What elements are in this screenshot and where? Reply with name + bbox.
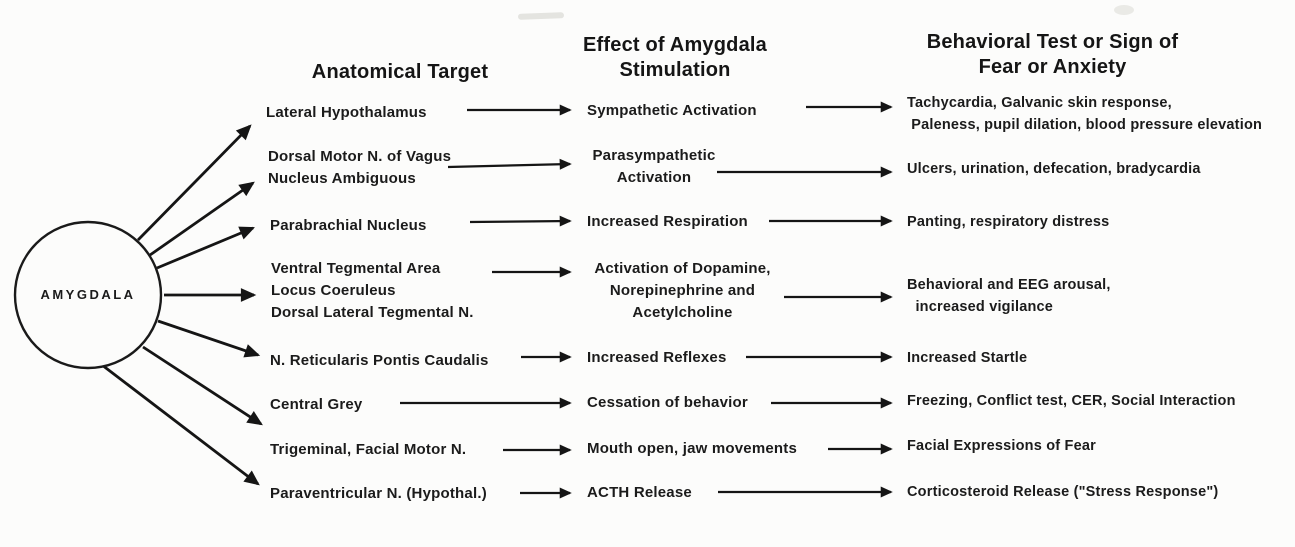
target-row5: N. Reticularis Pontis Caudalis	[270, 352, 489, 369]
target-row2: Dorsal Motor N. of Vagus Nucleus Ambiguo…	[268, 148, 452, 187]
arrow-row2-mid	[447, 158, 572, 170]
behavior-row5: Increased Startle	[907, 350, 1028, 366]
header-effect-of-stimulation: Effect of Amygdala Stimulation	[582, 34, 767, 81]
target-row1: Lateral Hypothalamus	[266, 104, 427, 121]
effect-row5: Increased Reflexes	[587, 349, 727, 366]
amygdala-circle	[13, 220, 163, 370]
header-behavioral-test: Behavioral Test or Sign of Fear or Anxie…	[926, 31, 1179, 78]
effect-row2: Parasympathetic Activation	[592, 147, 716, 186]
behavior-row6: Freezing, Conflict test, CER, Social Int…	[907, 393, 1236, 409]
effect-row8: ACTH Release	[587, 484, 692, 501]
amygdala-node-label: AMYGDALA	[40, 287, 136, 302]
behavior-row4: Behavioral and EEG arousal, increased vi…	[907, 277, 1111, 315]
target-to-effect-arrows	[400, 104, 572, 499]
target-row4: Ventral Tegmental Area Locus Coeruleus D…	[271, 260, 474, 321]
behavior-row3: Panting, respiratory distress	[907, 214, 1110, 230]
arrow-row3-mid	[469, 215, 572, 227]
behavior-row7: Facial Expressions of Fear	[907, 438, 1096, 454]
effect-row4: Activation of Dopamine, Norepinephrine a…	[594, 260, 771, 321]
target-row6: Central Grey	[270, 396, 363, 413]
target-row8: Paraventricular N. (Hypothal.)	[270, 485, 487, 502]
header-anatomical-target: Anatomical Target	[311, 61, 489, 83]
fan-arrows	[101, 124, 263, 486]
target-row3: Parabrachial Nucleus	[270, 217, 427, 234]
behavior-row8: Corticosteroid Release ("Stress Response…	[907, 484, 1219, 500]
effect-to-behavior-arrows	[717, 101, 893, 498]
effect-row7: Mouth open, jaw movements	[587, 440, 798, 457]
target-row7: Trigeminal, Facial Motor N.	[270, 441, 467, 458]
fan-arrow-lateral-hypothalamus	[137, 124, 252, 241]
fan-arrow-reticularis	[157, 319, 261, 358]
fan-arrow-paraventricular	[101, 363, 260, 486]
fan-arrow-parabrachial	[156, 226, 256, 270]
behavior-row2: Ulcers, urination, defecation, bradycard…	[907, 161, 1201, 177]
effect-row6: Cessation of behavior	[587, 394, 748, 411]
effect-row3: Increased Respiration	[587, 213, 748, 230]
fan-arrow-central-grey-trigeminal	[142, 345, 263, 426]
effect-row1: Sympathetic Activation	[587, 102, 757, 119]
fan-arrow-vagus-ambiguous	[149, 181, 255, 257]
behavior-row1: Tachycardia, Galvanic skin response, Pal…	[907, 95, 1263, 133]
